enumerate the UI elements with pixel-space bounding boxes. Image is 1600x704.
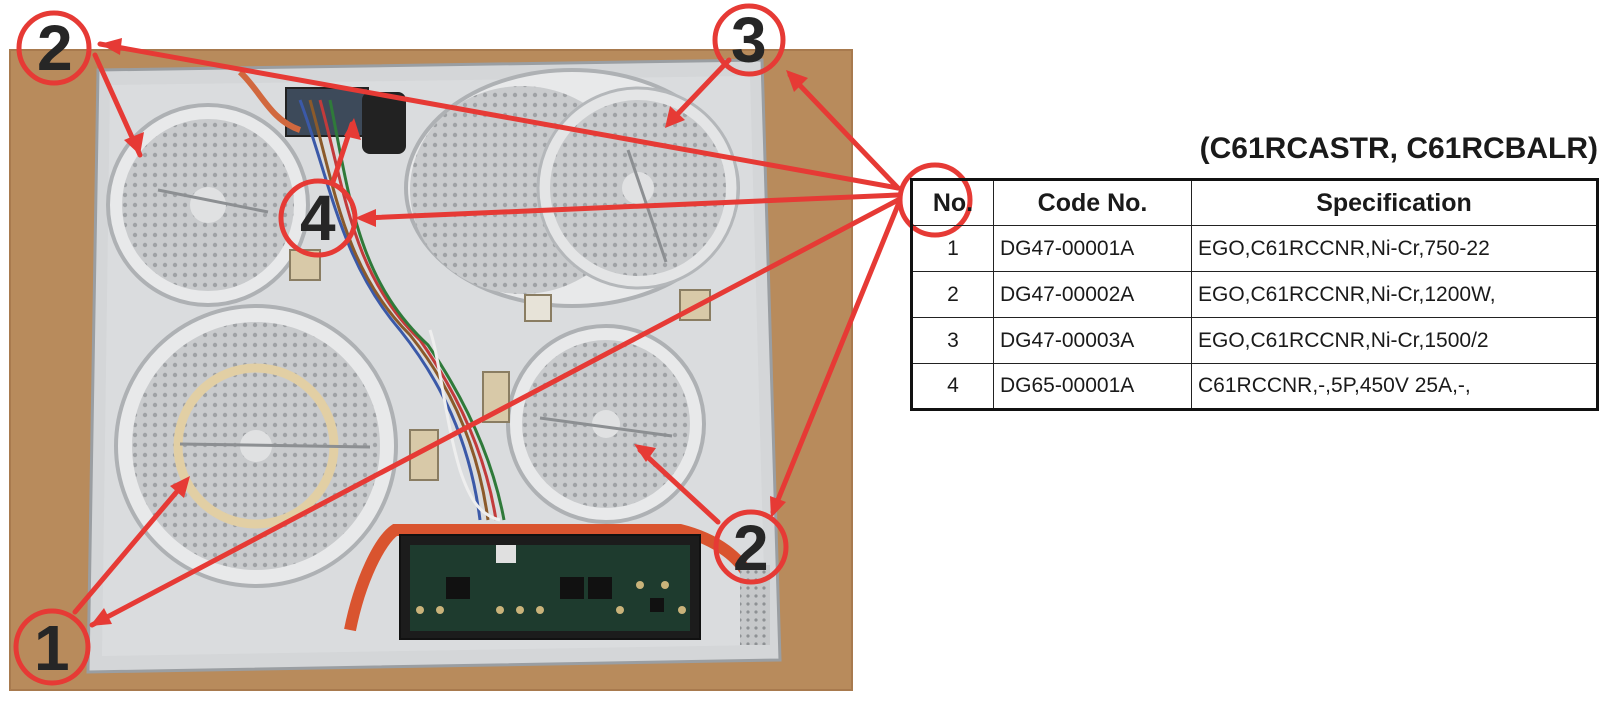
table-row: 3 DG47-00003A EGO,C61RCCNR,Ni-Cr,1500/2 bbox=[911, 317, 1598, 364]
burner-bottom-right bbox=[506, 324, 706, 524]
callout-circle-1 bbox=[13, 608, 91, 686]
callout-number-4: 4 bbox=[300, 182, 336, 254]
table-header-row: No. Code No. Specification bbox=[911, 179, 1598, 226]
cell-spec: EGO,C61RCCNR,Ni-Cr,1200W, bbox=[1191, 271, 1598, 318]
cell-spec: C61RCCNR,-,5P,450V 25A,-, bbox=[1191, 363, 1598, 410]
cell-no: 4 bbox=[911, 363, 994, 410]
callout-circle-3 bbox=[712, 3, 786, 77]
table-row: 4 DG65-00001A C61RCCNR,-,5P,450V 25A,-, bbox=[911, 363, 1598, 410]
cell-no: 2 bbox=[911, 271, 994, 318]
burner-large-dual bbox=[114, 304, 398, 588]
table-row: 1 DG47-00001A EGO,C61RCCNR,Ni-Cr,750-22 bbox=[911, 225, 1598, 272]
table-row: 2 DG47-00002A EGO,C61RCCNR,Ni-Cr,1200W, bbox=[911, 271, 1598, 318]
wiring-harness bbox=[237, 69, 506, 522]
callout-number-2-top: 2 bbox=[37, 12, 73, 84]
callout-circle-2-top bbox=[16, 10, 92, 86]
model-title: (C61RCASTR, C61RCBALR) bbox=[1199, 132, 1598, 165]
callout-number-2-bottom: 2 bbox=[733, 512, 769, 584]
header-no: No. bbox=[911, 179, 994, 226]
burner-top-left bbox=[106, 103, 310, 307]
header-specification: Specification bbox=[1191, 179, 1598, 226]
cell-code: DG65-00001A bbox=[993, 363, 1192, 410]
burner-oval-dual bbox=[404, 68, 740, 308]
header-code-no: Code No. bbox=[993, 179, 1192, 226]
cell-no: 1 bbox=[911, 225, 994, 272]
spec-table: No. Code No. Specification 1 DG47-00001A… bbox=[910, 178, 1599, 411]
cell-spec: EGO,C61RCCNR,Ni-Cr,750-22 bbox=[1191, 225, 1598, 272]
cell-no: 3 bbox=[911, 317, 994, 364]
cell-code: DG47-00002A bbox=[993, 271, 1192, 318]
cell-spec: EGO,C61RCCNR,Ni-Cr,1500/2 bbox=[1191, 317, 1598, 364]
callout-arrows bbox=[72, 38, 901, 628]
callout-number-1: 1 bbox=[34, 612, 70, 684]
callout-circle-2-bottom bbox=[713, 509, 789, 585]
cell-code: DG47-00001A bbox=[993, 225, 1192, 272]
cell-code: DG47-00003A bbox=[993, 317, 1192, 364]
callout-circle-4 bbox=[278, 178, 358, 258]
callout-number-3: 3 bbox=[731, 4, 767, 76]
